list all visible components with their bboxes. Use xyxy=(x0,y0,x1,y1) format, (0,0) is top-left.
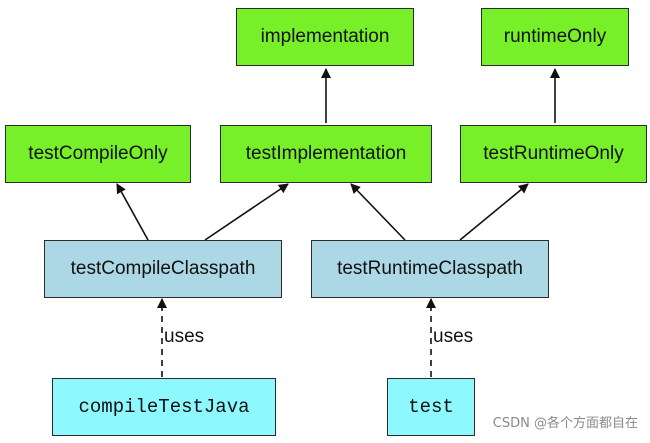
edge-testruntimeclasspath-to-testruntimeonly xyxy=(459,183,529,241)
node-testruntimeonly: testRuntimeOnly xyxy=(460,125,647,183)
node-compiletestjava: compileTestJava xyxy=(52,378,276,436)
watermark: CSDN @各个方面都自在 xyxy=(492,416,638,431)
node-test: test xyxy=(387,378,475,436)
edge-testruntimeclasspath-to-testimplementation xyxy=(350,183,406,241)
edge-testcompileclasspath-to-testcompileonly xyxy=(116,183,149,241)
node-runtimeonly: runtimeOnly xyxy=(481,8,629,66)
edge-label-uses-right: uses xyxy=(432,326,475,348)
edge-label-uses-left: uses xyxy=(163,326,206,348)
node-implementation: implementation xyxy=(236,8,414,66)
node-testimplementation: testImplementation xyxy=(220,125,432,183)
node-testruntimeclasspath: testRuntimeClasspath xyxy=(311,240,549,298)
node-testcompileclasspath: testCompileClasspath xyxy=(44,240,282,298)
node-testcompileonly: testCompileOnly xyxy=(5,125,191,183)
edge-testcompileclasspath-to-testimplementation xyxy=(204,183,289,241)
